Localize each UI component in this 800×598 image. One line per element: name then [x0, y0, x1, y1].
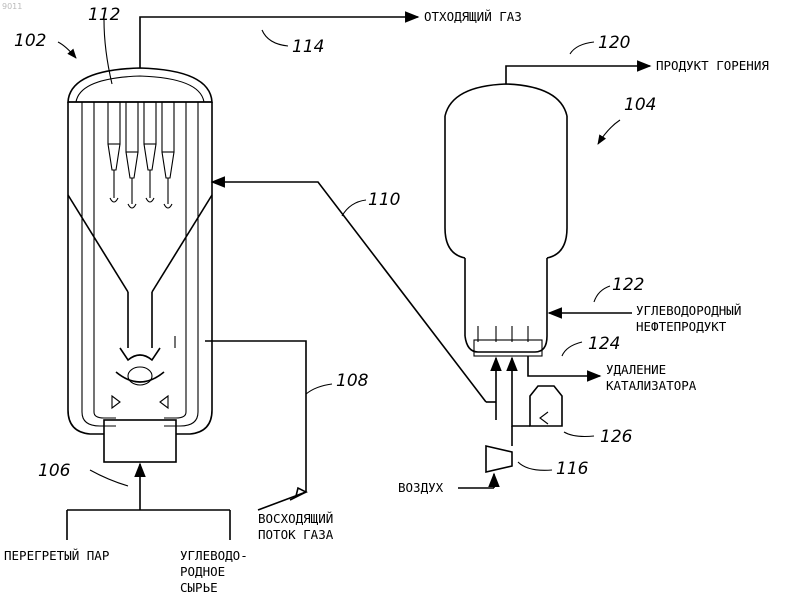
label-removal-1: УДАЛЕНИЕ: [606, 362, 666, 377]
label-feed-2: РОДНОЕ: [180, 564, 225, 579]
ref-106: 106: [38, 461, 71, 481]
catalyst-transfer-line: [212, 182, 496, 402]
label-steam: ПЕРЕГРЕТЫЙ ПАР: [4, 548, 109, 563]
air-heater: [512, 386, 594, 437]
riser-gas-line: [205, 341, 332, 510]
ref-124: 124: [588, 334, 620, 354]
flue-gas-line: [140, 17, 418, 68]
feed-line: [67, 464, 230, 540]
regenerator-pointer: [58, 42, 76, 58]
ref-110: 110: [368, 190, 400, 210]
plenum-leader: [104, 20, 112, 84]
label-riser-2: ПОТОК ГАЗА: [258, 527, 334, 542]
ref-116: 116: [556, 459, 589, 479]
ref-122: 122: [612, 275, 644, 295]
ref-108: 108: [336, 371, 369, 391]
label-removal-2: КАТАЛИЗАТОРА: [606, 378, 697, 393]
ref-126: 126: [600, 427, 633, 447]
label-feed-1: УГЛЕВОДО-: [180, 548, 248, 563]
label-oil-2: НЕФТЕПРОДУКТ: [636, 319, 727, 334]
regenerator-vessel: [68, 68, 212, 462]
ref-102: 102: [14, 31, 46, 51]
reactor-pointer: [598, 120, 620, 144]
label-air: ВОЗДУХ: [398, 480, 444, 495]
label-flue-gas: ОТХОДЯЩИЙ ГАЗ: [424, 9, 522, 24]
label-riser-1: ВОСХОДЯЩИЙ: [258, 511, 333, 526]
ref-104: 104: [624, 95, 656, 115]
reactor-vessel: [445, 84, 567, 356]
figure-id: 9011: [2, 2, 22, 11]
ref-114: 114: [292, 37, 324, 57]
label-oil-1: УГЛЕВОДОРОДНЫЙ: [636, 303, 741, 318]
ref-120: 120: [598, 33, 630, 53]
label-combustion-product: ПРОДУКТ ГОРЕНИЯ: [656, 58, 769, 73]
ref-112: 112: [88, 5, 120, 25]
air-blower: [458, 426, 552, 488]
label-feed-3: СЫРЬЕ: [180, 580, 218, 595]
